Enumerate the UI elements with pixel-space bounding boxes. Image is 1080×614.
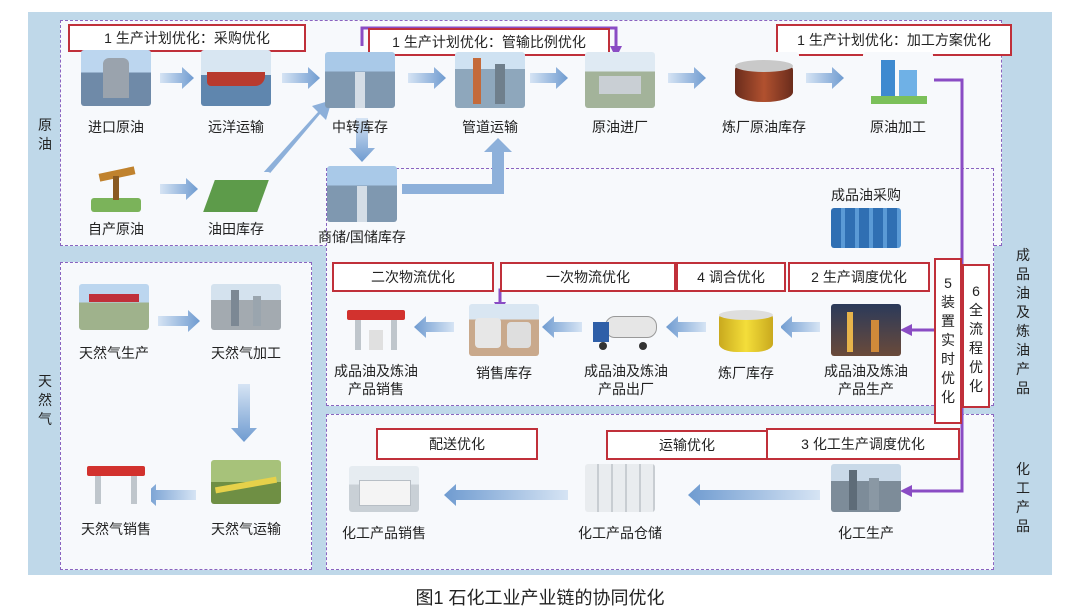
node-crude-intake: 原油进厂	[580, 52, 660, 142]
node-import-crude: 进口原油	[76, 50, 156, 140]
chem-plant-icon	[831, 464, 901, 512]
box-distribution-optimization: 配送优化	[376, 428, 538, 460]
tank-truck-icon	[591, 304, 661, 356]
node-product-dispatch: 成品油及炼油 产品出厂	[584, 304, 668, 404]
side-label-crude: 原油	[38, 117, 52, 152]
arrow-production-to-refinery-storage	[780, 316, 820, 338]
node-product-production: 成品油及炼油 产品生产	[824, 304, 908, 404]
side-label-products: 成品油及炼油产品	[1016, 247, 1030, 396]
arrow-dispatch-to-sales-storage	[542, 316, 582, 338]
ship-icon	[201, 50, 271, 106]
node-ocean-transport: 远洋运输	[196, 50, 276, 140]
arrow-pipeline-to-intake	[530, 67, 568, 89]
tank-farm-icon	[469, 304, 539, 356]
box-pipeline-ratio-optimization: 1 生产计划优化：管输比例优化	[368, 28, 610, 56]
sacks-warehouse-icon	[585, 464, 655, 512]
arrow-chem-production-to-warehouse	[688, 484, 820, 506]
purple-line-primary-logistics	[498, 288, 680, 304]
arrow-domestic-to-oilfield	[160, 178, 198, 200]
box-transport-optimization: 运输优化	[606, 430, 768, 460]
node-product-sales: 成品油及炼油 产品销售	[334, 304, 418, 404]
node-gas-production: 天然气生产	[74, 284, 154, 374]
arrow-gas-processing-to-transport	[231, 384, 257, 442]
yellow-tank-icon	[711, 304, 781, 356]
box-purchase-optimization: 1 生产计划优化：采购优化	[68, 24, 306, 52]
node-gas-transport: 天然气运输	[206, 460, 286, 550]
arrow-ocean-to-transfer	[282, 67, 320, 89]
chem-sales-icon	[349, 466, 419, 512]
arrow-reserve-to-pipeline	[402, 138, 512, 194]
figure-caption: 图1 石化工业产业链的协同优化	[415, 588, 665, 608]
gas-station-icon	[341, 304, 411, 356]
box-dispatch-optimization: 2 生产调度优化	[788, 262, 930, 292]
arrow-intake-to-refinery	[668, 67, 706, 89]
arrow-sales-storage-to-sales	[414, 316, 454, 338]
node-transfer-storage: 中转库存	[320, 52, 400, 142]
arrow-import-to-ocean	[160, 67, 194, 89]
box-processing-plan-optimization: 1 生产计划优化：加工方案优化	[776, 24, 1012, 56]
node-gas-processing: 天然气加工	[206, 284, 286, 374]
arrow-gas-transport-to-sales	[144, 484, 196, 506]
arrow-gas-production-to-processing	[158, 310, 200, 332]
node-chem-sales: 化工产品销售	[342, 466, 426, 556]
node-refinery-storage: 炼厂库存	[706, 304, 786, 394]
node-domestic-crude: 自产原油	[76, 162, 156, 252]
node-refinery-crude-storage: 炼厂原油库存	[722, 52, 806, 142]
gas-plant-icon	[211, 284, 281, 330]
gas-pipeline-icon	[211, 460, 281, 504]
box-blending-optimization: 4 调合优化	[676, 262, 786, 292]
tanker-terminal-icon	[81, 50, 151, 106]
barrels-icon	[831, 208, 901, 248]
arrow-refinery-storage-to-dispatch	[666, 316, 706, 338]
reserve-corridor-icon	[327, 166, 397, 222]
night-refinery-icon	[831, 304, 901, 356]
node-chem-production: 化工生产	[826, 464, 906, 554]
arrow-transfer-to-reserve	[349, 118, 375, 162]
node-crude-processing: 原油加工	[858, 52, 938, 142]
refinery-towers-icon	[455, 52, 525, 108]
pumpjack-icon	[81, 162, 151, 218]
node-chem-warehouse: 化工产品仓储	[578, 464, 662, 554]
node-reserve-storage: 商储/国储库存	[318, 166, 406, 256]
gas-sales-station-icon	[81, 460, 151, 510]
box-primary-logistics: 一次物流优化	[500, 262, 676, 292]
box-secondary-logistics: 二次物流优化	[332, 262, 494, 292]
side-label-chemicals: 化工产品	[1016, 461, 1030, 534]
arrow-oilfield-to-transfer	[262, 100, 332, 178]
arrow-refinery-to-processing	[806, 67, 844, 89]
node-sales-storage: 销售库存	[464, 304, 544, 394]
storage-corridor-icon	[325, 52, 395, 108]
side-label-gas: 天然气	[38, 373, 52, 427]
node-oilfield-storage: 油田库存	[196, 172, 276, 262]
arrow-transfer-to-pipeline	[408, 67, 446, 89]
storage-tank-icon	[729, 52, 799, 108]
node-gas-sales: 天然气销售	[76, 460, 156, 550]
processing-plant-icon	[863, 52, 933, 108]
arrow-warehouse-to-chem-sales	[444, 484, 568, 506]
plant-aerial-icon	[585, 52, 655, 108]
node-product-purchase: 成品油采购	[826, 186, 906, 256]
oilfield-tanks-icon	[201, 172, 271, 218]
node-pipeline-transport: 管道运输	[450, 52, 530, 142]
box-chem-dispatch-optimization: 3 化工生产调度优化	[766, 428, 960, 460]
gas-field-gate-icon	[79, 284, 149, 330]
